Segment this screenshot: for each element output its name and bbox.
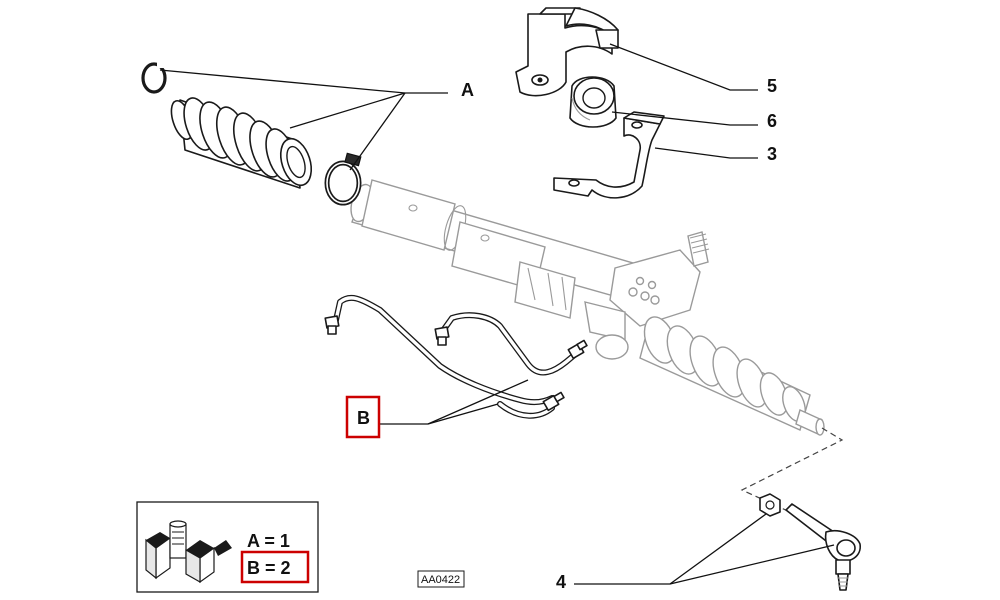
- callout-label-4: 4: [556, 572, 566, 592]
- callout-label-5: 5: [767, 76, 777, 96]
- pipe-fittings: [324, 315, 588, 412]
- support-bracket-part-3: [553, 111, 665, 199]
- rubber-bush-part-6: [569, 76, 617, 128]
- callout-b-highlight-box: [345, 395, 381, 439]
- steering-rack-housing: [350, 179, 825, 436]
- callout-label-b: B: [357, 408, 370, 428]
- callout-label-6: 6: [767, 111, 777, 131]
- hose-clamp-part: [324, 152, 362, 206]
- reference-code-text: AA0422: [421, 574, 460, 586]
- legend-line-a: A = 1: [247, 531, 290, 551]
- tie-rod-end-part: [785, 503, 861, 591]
- legend-line-b: B = 2: [247, 558, 291, 578]
- quantity-legend-box: A = 1 B = 2: [136, 501, 319, 593]
- callout-label-a: A: [461, 80, 474, 100]
- assembly-axis-line: [740, 427, 844, 513]
- leader-lines: [159, 43, 835, 585]
- circlip-part: [141, 62, 167, 94]
- callout-label-3: 3: [767, 144, 777, 164]
- bellows-boot-part: [170, 97, 313, 189]
- nut-part: [759, 493, 781, 517]
- reference-code-tag: AA0422: [417, 570, 465, 588]
- hydraulic-pipe-upper: [333, 294, 555, 406]
- legend-b-highlight-box: [240, 550, 310, 584]
- clamp-bracket-part-5: [515, 7, 619, 97]
- package-quantity-icon: [145, 520, 232, 584]
